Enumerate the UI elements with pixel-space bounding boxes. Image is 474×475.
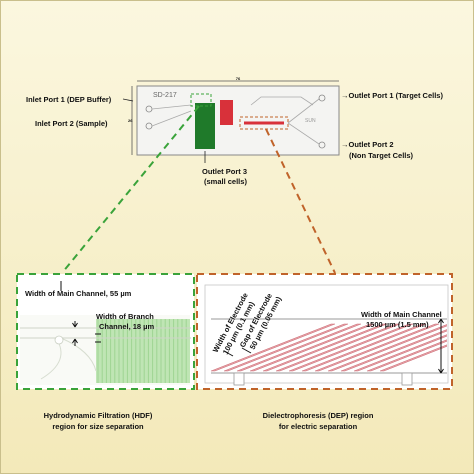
outlet-port-3-label-line2: (small cells) <box>204 177 247 186</box>
dep-main-channel-label-line1: Width of Main Channel <box>361 310 442 319</box>
dep-panel: Width of Electrode 100 µm (0.1 mm) Gap o… <box>197 274 474 389</box>
chip-height-dim: 26 <box>128 118 133 123</box>
hdf-junction <box>55 336 63 344</box>
outlet-port-3-label-line1: Outlet Port 3 <box>202 167 247 176</box>
dep-main-channel-label-line2: 1500 µm (1.5 mm) <box>366 320 429 329</box>
hdf-panel: Width of Main Channel, 55 µm Width of Br… <box>17 274 194 389</box>
dep-outlet-stub-left <box>234 373 244 385</box>
hdf-branch-label-line1: Width of Branch <box>96 312 154 321</box>
dep-caption-line2: for electric separation <box>279 422 358 431</box>
inlet-port-1-label: Inlet Port 1 (DEP Buffer) <box>26 95 112 104</box>
outlet-port-2-label-line1: →Outlet Port 2 <box>341 140 394 149</box>
chip: 76 26 SD-217 SUN <box>128 76 339 159</box>
dep-caption-line1: Dielectrophoresis (DEP) region <box>263 411 374 420</box>
dep-region-block <box>220 100 233 125</box>
inlet-port-2-label: Inlet Port 2 (Sample) <box>35 119 108 128</box>
chip-model-label: SD-217 <box>153 92 177 99</box>
hdf-main-channel-label: Width of Main Channel, 55 µm <box>25 289 132 298</box>
chip-logo: SUN <box>305 118 316 124</box>
dep-outlet-stub-right <box>402 373 412 385</box>
hdf-branch-label-line2: Channel, 18 µm <box>99 322 155 331</box>
inlet-port-1-pointer <box>123 99 133 101</box>
outlet-port-1-label: →Outlet Port 1 (Target Cells) <box>341 91 443 100</box>
chip-width-dim: 76 <box>236 76 241 81</box>
hdf-caption-line1: Hydrodynamic Filtration (HDF) <box>44 411 153 420</box>
hdf-region-block <box>195 103 215 149</box>
hdf-caption-line2: region for size separation <box>52 422 144 431</box>
outlet-port-2-label-line2: (Non Target Cells) <box>349 151 414 160</box>
